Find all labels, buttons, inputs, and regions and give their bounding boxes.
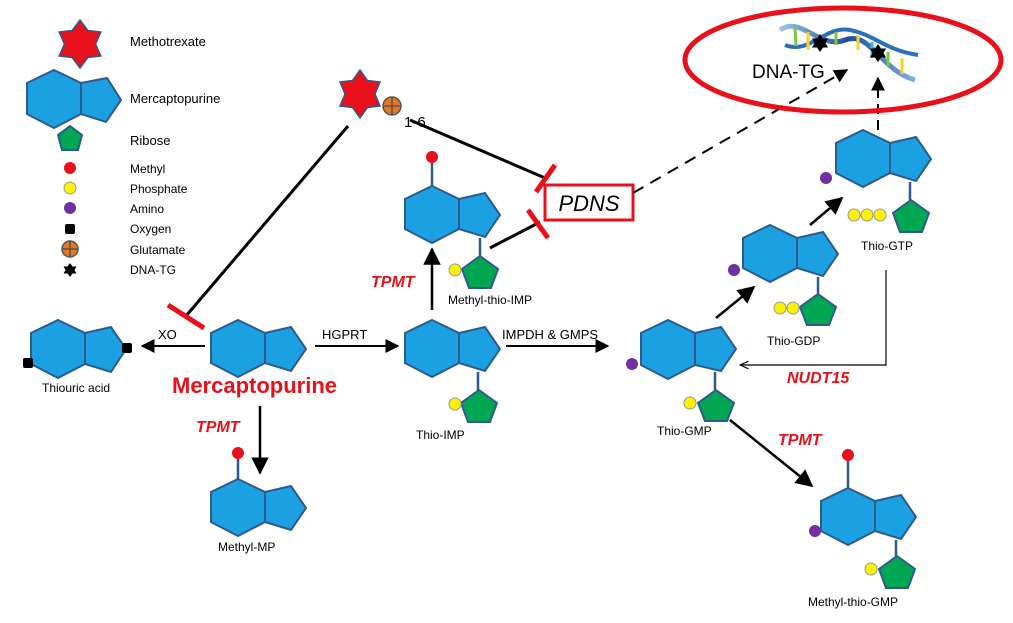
thio-gtp-label: Thio-GTP bbox=[861, 239, 913, 253]
dna-tg-star-icon bbox=[812, 34, 828, 52]
dna-tg-star-icon bbox=[870, 44, 886, 62]
oxygen-square-icon bbox=[65, 224, 75, 234]
legend-methotrexate-label: Methotrexate bbox=[130, 34, 206, 49]
pdns-label: PDNS bbox=[558, 191, 619, 216]
pdns-inhibition-bar-top bbox=[533, 163, 558, 194]
methyl-thio-gmp-molecule bbox=[809, 449, 918, 589]
tpmt-gmp-arrow bbox=[729, 419, 814, 488]
purine-ring-icon bbox=[26, 68, 123, 130]
mercaptopurine-molecule bbox=[210, 318, 308, 379]
phosphate-dot-icon bbox=[63, 181, 77, 195]
tpmt-label-imp: TPMT bbox=[371, 274, 416, 291]
tpmt-label-mp: TPMT bbox=[196, 419, 241, 436]
pdns-inhibition-bar-bottom bbox=[525, 208, 551, 240]
mercaptopurine-label: Mercaptopurine bbox=[172, 373, 337, 398]
hgprt-label: HGPRT bbox=[322, 327, 367, 342]
methyl-mp-label: Methyl-MP bbox=[218, 540, 275, 554]
legend-oxygen-label: Oxygen bbox=[130, 222, 171, 236]
glutamate-icon bbox=[382, 96, 402, 116]
methotrexate-star-icon bbox=[58, 18, 102, 70]
legend: Methotrexate Mercaptopurine Ribose Methy… bbox=[26, 18, 220, 277]
legend-glutamate-label: Glutamate bbox=[130, 243, 186, 257]
amino-dot-icon bbox=[64, 202, 76, 214]
gdp-gtp-arrow bbox=[809, 196, 844, 226]
xo-label: XO bbox=[158, 327, 177, 342]
legend-phosphate-label: Phosphate bbox=[130, 182, 188, 196]
pdns-box bbox=[543, 183, 635, 222]
thio-imp-molecule bbox=[404, 318, 502, 423]
thio-gdp-label: Thio-GDP bbox=[767, 334, 820, 348]
methyl-dot-icon bbox=[64, 162, 76, 174]
methyl-mp-molecule bbox=[210, 447, 308, 538]
thiouric-acid-label: Thiouric acid bbox=[42, 381, 110, 395]
legend-methyl-label: Methyl bbox=[130, 162, 165, 176]
thiouric-acid-molecule bbox=[23, 318, 132, 380]
impdh-gmps-label: IMPDH & GMPS bbox=[502, 327, 598, 342]
legend-amino-label: Amino bbox=[130, 202, 164, 216]
dna-tg-label: DNA-TG bbox=[752, 62, 825, 83]
gmp-gdp-arrow bbox=[715, 285, 756, 319]
dna-tg-highlight-ellipse bbox=[682, 5, 1004, 115]
legend-ribose-label: Ribose bbox=[130, 133, 170, 148]
thio-gdp-molecule bbox=[728, 223, 840, 326]
methyl-thio-imp-label: Methyl-thio-IMP bbox=[448, 293, 532, 307]
methyl-thio-gmp-label: Methyl-thio-GMP bbox=[808, 595, 898, 609]
legend-dna-tg-label: DNA-TG bbox=[130, 263, 176, 277]
thio-imp-label: Thio-IMP bbox=[416, 428, 465, 442]
thio-gtp-molecule bbox=[820, 128, 933, 233]
mtimp-pdns-inhibition-line bbox=[489, 220, 541, 250]
dna-tg-star-icon bbox=[63, 263, 77, 277]
mtx-xo-inhibition-line bbox=[184, 125, 350, 317]
nudt15-arrow bbox=[740, 270, 887, 365]
nudt15-label: NUDT15 bbox=[787, 370, 850, 387]
pdns-dna-dashed-arrow bbox=[632, 69, 849, 194]
xo-inhibition-bar bbox=[166, 302, 206, 331]
ribose-pentagon-icon bbox=[56, 124, 84, 151]
tpmt-label-gmp: TPMT bbox=[778, 432, 823, 449]
glutamate-icon bbox=[61, 240, 79, 258]
mtx-pdns-inhibition-line bbox=[409, 118, 546, 180]
legend-mercaptopurine-label: Mercaptopurine bbox=[130, 91, 220, 106]
methotrexate-star-icon bbox=[338, 68, 382, 120]
thio-gmp-label: Thio-GMP bbox=[657, 424, 712, 438]
methyl-thio-imp-molecule bbox=[404, 151, 502, 289]
thio-gmp-molecule bbox=[626, 318, 738, 422]
